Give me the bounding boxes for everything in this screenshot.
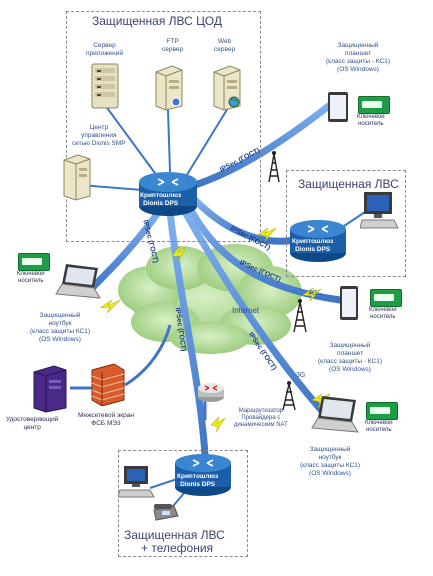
lan-links-central [79,104,229,191]
zone-bottom-title2: + телефония [141,541,214,555]
nat-router-icon [198,383,224,402]
key-laptop-right-icon [366,402,398,420]
lightning-laptop-left [99,299,121,314]
laptop-right-icon [311,396,359,433]
lightning-right-lan [257,227,277,242]
certificate-authority-icon [33,365,67,413]
tunnel-to-bottom-lan [166,208,209,459]
tunnel-to-tablet-top [191,101,334,189]
smp-server-icon [63,154,91,201]
tunnel-to-laptop-left [86,206,164,294]
zone-right-title: Защищенная ЛВС [298,177,399,191]
tunnel-to-tablet-mid [186,204,344,304]
zone-bottom-title: Защищенная ЛВС [124,528,225,542]
internet-label: Internet [232,306,260,315]
key-tablet-mid-icon [370,289,402,307]
app-server-icon [91,63,119,109]
tablet-mid-icon [340,286,358,320]
antenna-tower-mid-icon [293,299,307,333]
antenna-tower-right-icon [282,381,296,411]
antenna-tower-top-icon [268,151,280,183]
laptop-left-icon [55,264,101,299]
bottom-lan-workstation-icon [118,466,155,498]
ftp-server-icon [155,65,183,111]
zone-bottom-lan [118,450,248,557]
zone-central-title: Защищенная ЛВС ЦОД [92,14,222,28]
zone-central-lan [66,11,261,242]
lightning-center [171,245,187,263]
tablet-top-icon [328,92,348,122]
zone-right-lan [286,170,406,277]
key-tablet-top-icon [358,96,390,114]
key-laptop-left-icon [18,253,50,271]
tunnel-to-right-lan [191,196,299,245]
ip-phone-icon [153,504,179,521]
lightning-tablet-mid [302,287,322,302]
crypto-gateway-central [139,172,197,216]
lightning-bottom [210,416,226,433]
crypto-gateway-bottom [175,454,231,496]
crypto-gateway-right [290,220,346,262]
g4-label: 4G [308,290,318,297]
firewall-icon [91,363,125,406]
right-lan-workstation-icon [360,192,399,229]
web-server-icon [213,65,241,111]
g3-label: 3G [296,372,306,379]
